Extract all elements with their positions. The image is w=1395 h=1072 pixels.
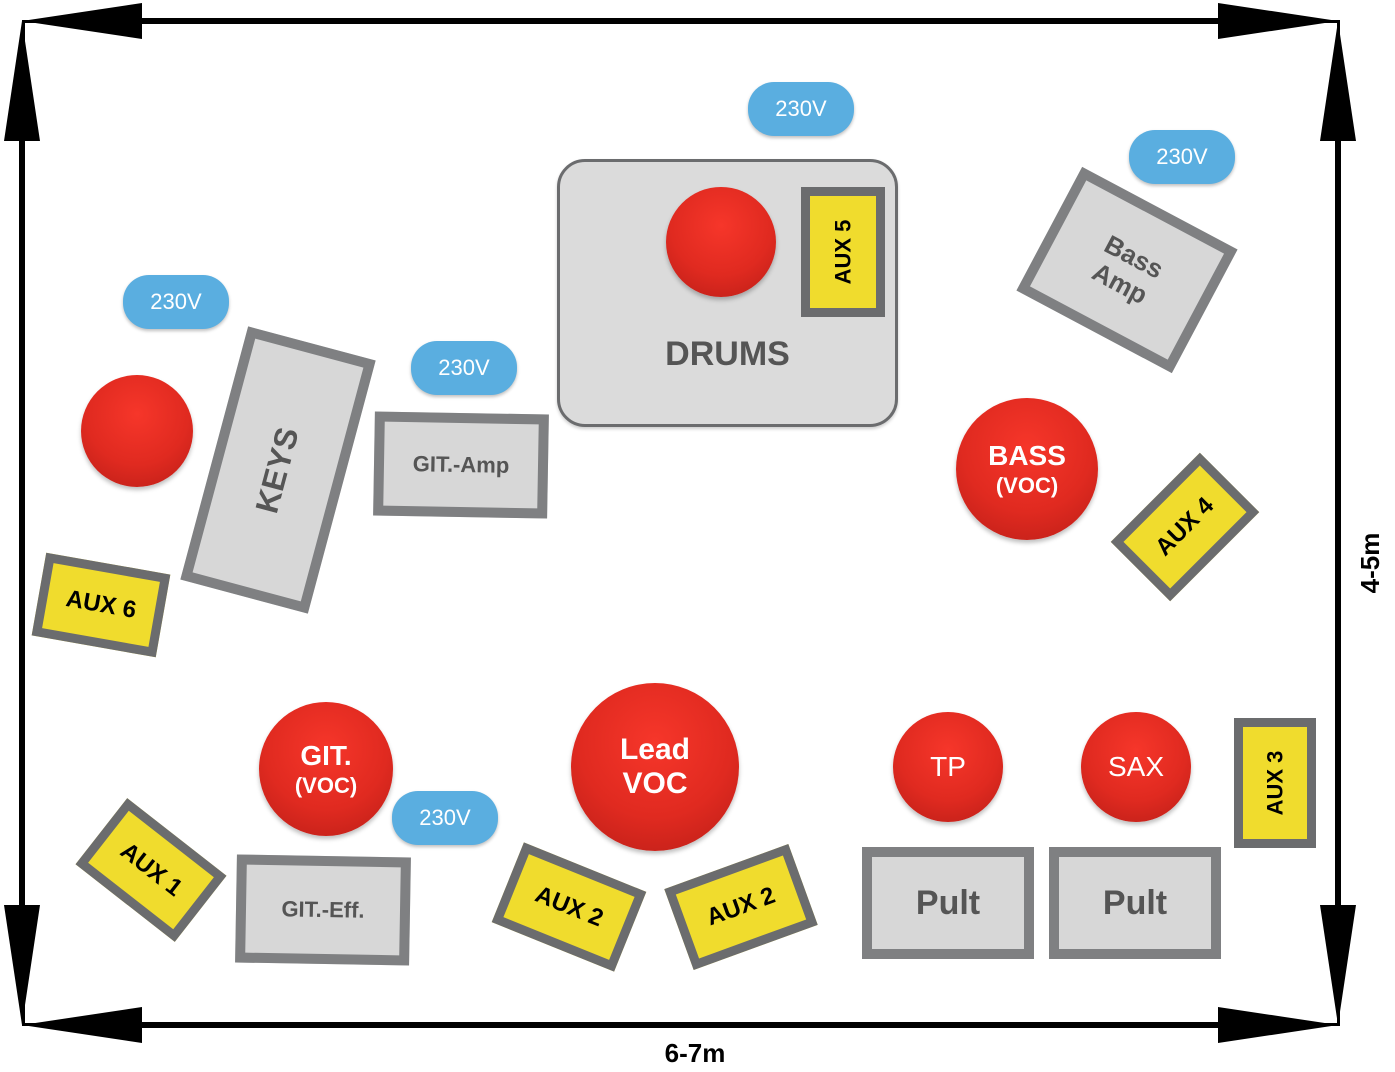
pult-left: Pult [862, 847, 1034, 959]
git-effects: GIT.-Eff. [235, 854, 411, 966]
monitor-aux5: AUX 5 [801, 187, 885, 317]
lead-voc-position: Lead VOC [571, 683, 739, 851]
aux2-right-label: AUX 2 [702, 881, 779, 932]
aux4-label: AUX 4 [1150, 492, 1220, 562]
power-outlet-git-amp: 230V [411, 341, 517, 395]
sax-player-position: SAX [1081, 712, 1191, 822]
tp-label: TP [930, 751, 966, 782]
aux6-label: AUX 6 [63, 585, 139, 624]
aux3-label: AUX 3 [1262, 750, 1288, 816]
pult-right: Pult [1049, 847, 1221, 959]
bass-label: BASS [988, 440, 1066, 471]
git-amp: GIT.-Amp [373, 411, 549, 519]
monitor-aux3: AUX 3 [1234, 718, 1316, 848]
power-outlet-git: 230V [392, 791, 498, 845]
git-eff-label: GIT.-Eff. [281, 896, 365, 923]
aux5-label: AUX 5 [829, 219, 855, 285]
git-player-position: GIT. (VOC) [259, 702, 393, 836]
keys-player-position [81, 375, 193, 487]
lead-label: Lead [619, 733, 691, 766]
pult-left-label: Pult [915, 883, 981, 922]
drummer-position [666, 187, 776, 297]
sax-label: SAX [1107, 751, 1165, 782]
power-outlet-drums: 230V [748, 82, 854, 136]
aux1-label: AUX 1 [115, 837, 188, 903]
bass-player-position: BASS (VOC) [956, 398, 1098, 540]
keys-label: KEYS [248, 423, 307, 517]
tp-player-position: TP [893, 712, 1003, 822]
power-outlet-keys: 230V [123, 275, 229, 329]
depth-label: 4-5m [1355, 532, 1385, 594]
git-amp-label: GIT.-Amp [412, 451, 510, 478]
drums-label: DRUMS [665, 335, 790, 373]
git-label: GIT. [300, 740, 352, 771]
power-outlet-bass: 230V [1129, 130, 1235, 184]
width-label: 6-7m [664, 1038, 726, 1068]
aux2-left-label: AUX 2 [531, 880, 608, 933]
pult-right-label: Pult [1102, 883, 1168, 922]
lead-voc-label: VOC [622, 767, 688, 800]
bass-voc-label: (VOC) [995, 473, 1059, 498]
git-voc-label: (VOC) [294, 773, 358, 798]
